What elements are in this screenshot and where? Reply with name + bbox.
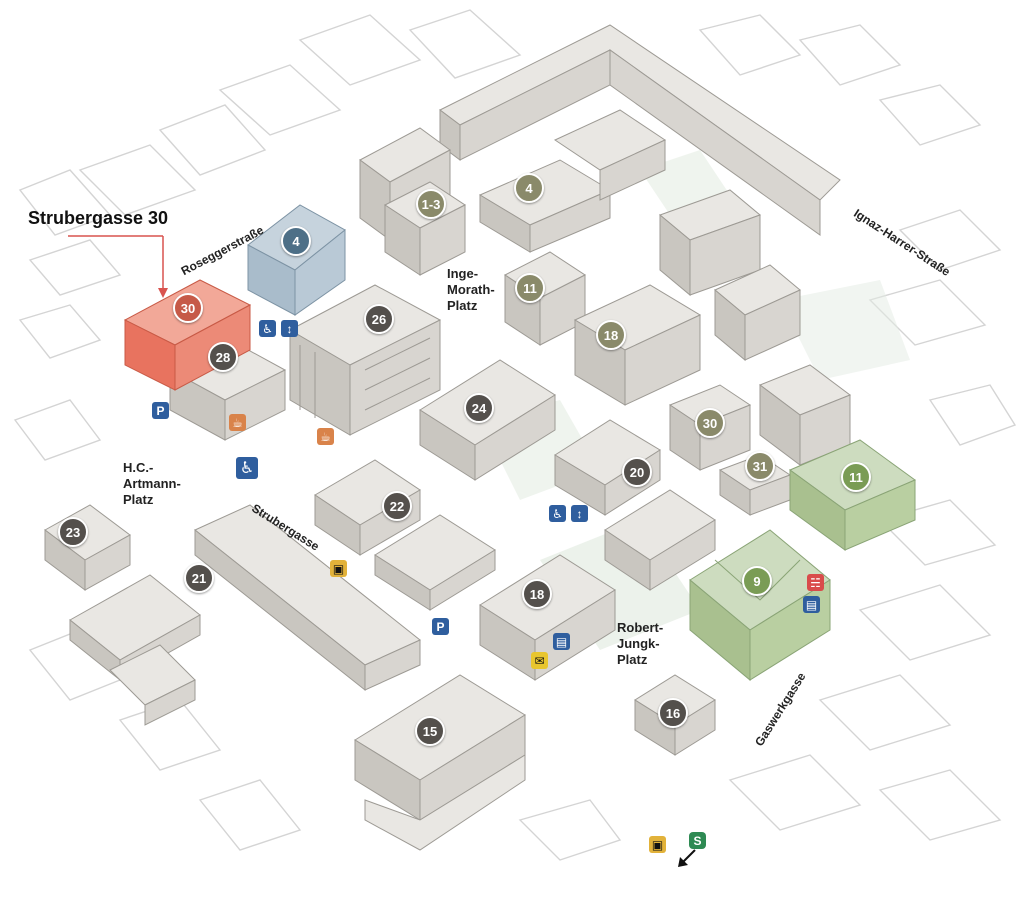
building-26: [288, 284, 442, 436]
restaurant-icon: ☕: [317, 428, 334, 445]
building-marker-16[interactable]: 16: [658, 698, 688, 728]
place-label-robert-jungk: Robert- Jungk- Platz: [617, 620, 663, 668]
elevator-icon: ↕: [281, 320, 298, 337]
building-4-blue: [247, 204, 346, 316]
place-label-line: Artmann-: [123, 476, 181, 491]
building-marker-4-olive[interactable]: 4: [514, 173, 544, 203]
s-bahn-icon: S: [689, 832, 706, 849]
bus-stop-icon: ▣: [649, 836, 666, 853]
building-18-olive: [573, 264, 801, 406]
parking-icon: P: [432, 618, 449, 635]
building-21: [69, 504, 421, 726]
place-label-hc-artmann: H.C.- Artmann- Platz: [123, 460, 181, 508]
place-label-line: H.C.-: [123, 460, 154, 475]
place-label-line: Morath-: [447, 282, 495, 297]
address-callout: Strubergasse 30: [28, 208, 169, 228]
parking-icon: P: [152, 402, 169, 419]
post-office-icon: ✉: [531, 652, 548, 669]
building-marker-9[interactable]: 9: [742, 566, 772, 596]
elevator-icon: ↕: [571, 505, 588, 522]
building-1-3: [359, 127, 466, 276]
place-label-line: Robert-: [617, 620, 664, 635]
building-marker-30-olive[interactable]: 30: [695, 408, 725, 438]
building-20: [554, 419, 716, 591]
callout-arrow: [68, 235, 168, 298]
accessible-parking-icon: ♿: [549, 505, 566, 522]
building-marker-4-blue[interactable]: 4: [281, 226, 311, 256]
building-24: [419, 359, 556, 481]
place-label-line: Platz: [617, 652, 648, 667]
shopping-cart-icon: ☵: [807, 574, 824, 591]
building-marker-15[interactable]: 15: [415, 716, 445, 746]
place-label-line: Jungk-: [617, 636, 660, 651]
accessible-parking-icon: ♿: [259, 320, 276, 337]
building-4-olive: [478, 109, 667, 253]
building-marker-18-dark[interactable]: 18: [522, 579, 552, 609]
building-15: [354, 674, 526, 851]
atm-icon: ▤: [553, 633, 570, 650]
building-marker-20[interactable]: 20: [622, 457, 652, 487]
building-marker-1-3[interactable]: 1-3: [416, 189, 446, 219]
restaurant-icon: ☕: [229, 414, 246, 431]
bus-stop-icon: ▣: [330, 560, 347, 577]
surrounding-outlines: [13, 9, 1017, 861]
building-marker-30-red[interactable]: 30: [173, 293, 203, 323]
building-marker-18-olive[interactable]: 18: [596, 320, 626, 350]
direction-arrow: [678, 849, 696, 867]
building-marker-28[interactable]: 28: [208, 342, 238, 372]
place-label-line: Platz: [123, 492, 154, 507]
building-23: [44, 504, 131, 591]
building-22: [314, 459, 496, 611]
atm-icon: ▤: [803, 596, 820, 613]
building-marker-31[interactable]: 31: [745, 451, 775, 481]
disabled-parking-icon: ♿: [236, 457, 258, 479]
place-label-line: Inge-: [447, 266, 479, 281]
building-marker-11-green[interactable]: 11: [841, 462, 871, 492]
building-marker-23[interactable]: 23: [58, 517, 88, 547]
building-marker-22[interactable]: 22: [382, 491, 412, 521]
building-marker-24[interactable]: 24: [464, 393, 494, 423]
building-marker-26[interactable]: 26: [364, 304, 394, 334]
place-label-line: Platz: [447, 298, 478, 313]
place-label-inge-morath: Inge- Morath- Platz: [447, 266, 495, 314]
building-marker-21[interactable]: 21: [184, 563, 214, 593]
building-marker-11-olive[interactable]: 11: [515, 273, 545, 303]
